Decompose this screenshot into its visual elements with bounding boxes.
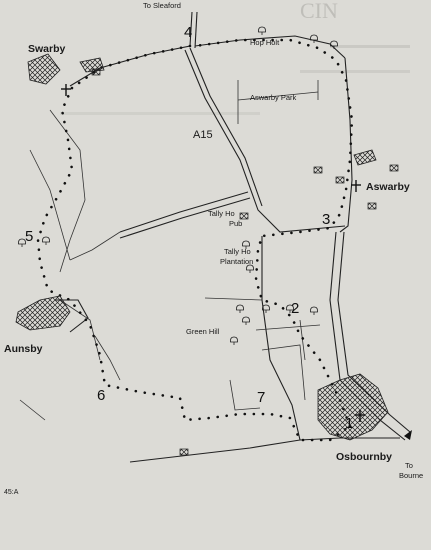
tree-icon	[18, 26, 338, 346]
label-aswarby-park: Aswarby Park	[250, 93, 297, 102]
field-boundaries	[19, 80, 321, 421]
waypoint-5: 5	[25, 228, 33, 245]
label-tally-ho-pub-1: Tally Ho	[208, 209, 235, 218]
waypoint-2: 2	[291, 300, 299, 317]
church-icon	[61, 84, 365, 422]
label-tally-ho-plantation-2: Plantation	[220, 257, 253, 266]
label-a15: A15	[193, 129, 213, 141]
label-hop-holt: Hop Holt	[250, 38, 280, 47]
walking-route	[36, 38, 354, 442]
svg-text:CIN: CIN	[300, 0, 338, 23]
waypoint-7: 7	[257, 389, 265, 406]
label-tally-ho-plantation-1: Tally Ho	[224, 247, 251, 256]
label-aswarby: Aswarby	[366, 181, 410, 193]
label-page-ref: 45:A	[4, 489, 19, 496]
place-labels: To Sleaford Hop Holt Swarby Aswarby Park…	[4, 1, 423, 496]
label-to-bourne-2: Bourne	[399, 471, 423, 480]
label-aunsby: Aunsby	[4, 343, 43, 355]
label-green-hill: Green Hill	[186, 327, 220, 336]
label-to-sleaford: To Sleaford	[143, 1, 181, 10]
waypoint-6: 6	[97, 387, 105, 404]
waypoint-4: 4	[184, 24, 192, 41]
bleed-through-text: CIN	[60, 0, 410, 115]
waypoint-1: 1	[345, 415, 353, 432]
to-bourne-arrow	[404, 430, 412, 440]
label-to-bourne-1: To	[405, 461, 413, 470]
label-swarby: Swarby	[28, 43, 66, 55]
label-osbournby: Osbournby	[336, 451, 392, 463]
label-tally-ho-pub-2: Pub	[229, 219, 242, 228]
village-hatch-icon	[15, 53, 389, 441]
waypoint-3: 3	[322, 211, 330, 228]
waypoint-numbers: 1 2 3 4 5 6 7	[25, 24, 353, 432]
